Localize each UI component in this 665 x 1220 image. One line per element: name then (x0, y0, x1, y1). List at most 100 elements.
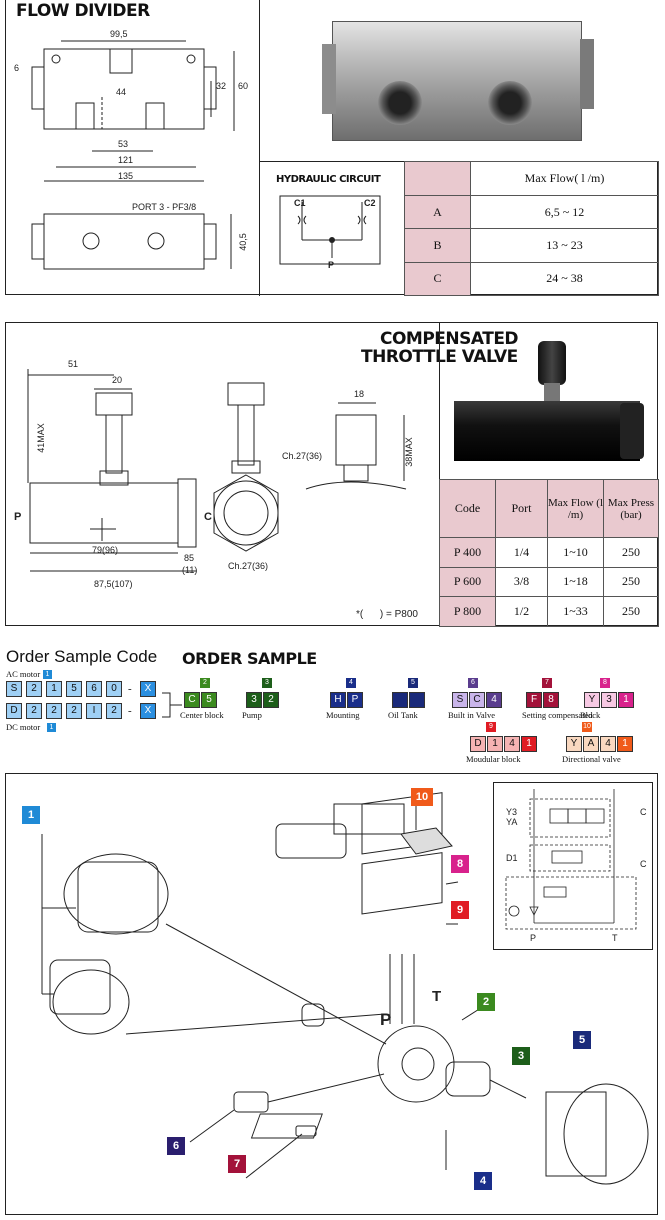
dc-code-cell: 2 (46, 703, 62, 719)
ac-code-cell: 6 (86, 681, 102, 697)
dim-85: 85 (184, 553, 195, 563)
group-code-cell (392, 692, 408, 708)
dim-53: 53 (118, 139, 129, 149)
callout-5: 5 (573, 1031, 591, 1049)
bracket (162, 692, 182, 718)
group-label: Pump (242, 710, 262, 720)
callout-4: 4 (474, 1172, 492, 1190)
schem-y3: Y3 (506, 807, 518, 817)
callout-3: 3 (512, 1047, 530, 1065)
assembly-drawing (41, 792, 649, 1185)
flow-value-b: 13 ~ 23 (470, 228, 659, 263)
flow-divider-drawing (31, 40, 235, 270)
hydraulic-circuit-box: HYDRAULIC CIRCUIT C1 C2 P (259, 161, 404, 296)
dc-code-cell: 2 (26, 703, 42, 719)
dim-60: 60 (238, 81, 249, 91)
ac-code-cell: 5 (66, 681, 82, 697)
group-code-cell: P (347, 692, 363, 708)
ac-badge: 1 (43, 670, 52, 679)
group-code-cell: 2 (263, 692, 279, 708)
row3-press: 250 (603, 596, 659, 627)
callout-10: 10 (411, 788, 433, 806)
callout-9: 9 (451, 901, 469, 919)
dim-20: 20 (112, 375, 123, 385)
group-badge: 8 (600, 678, 610, 688)
callout-8: 8 (451, 855, 469, 873)
group-code-cell: H (330, 692, 346, 708)
schem-d1: D1 (506, 853, 518, 863)
group-label: Block (580, 710, 601, 720)
schem-t: T (612, 933, 618, 943)
row3-code: P 800 (439, 596, 496, 627)
group-code-cell: F (526, 692, 542, 708)
dc-motor-label: DC motor (6, 722, 41, 732)
dim-79: 79(96) (92, 545, 119, 555)
order-section: Order Sample Code ORDER SAMPLE AC motor … (0, 645, 665, 775)
dim-32: 32 (216, 81, 227, 91)
row3-port: 1/2 (495, 596, 548, 627)
port-c: C (204, 511, 212, 523)
group-code-cell: A (583, 736, 599, 752)
group-code-cell: 5 (201, 692, 217, 708)
schematic-box: Y3 YA D1 C C P T (493, 782, 653, 950)
port-t-large: T (432, 988, 442, 1005)
dash: - (128, 705, 132, 717)
dim-121: 121 (118, 155, 134, 165)
group-badge: 10 (582, 722, 592, 732)
group-badge: 2 (200, 678, 210, 688)
flow-type-c: C (404, 261, 471, 297)
row1-code: P 400 (439, 537, 496, 568)
group-label: Directional valve (562, 754, 621, 764)
x-cell: X (140, 681, 156, 697)
dim-38max: 38MAX (403, 437, 414, 467)
group-code-cell: S (452, 692, 468, 708)
dim-44: 44 (116, 87, 127, 97)
dim-ch27-b: Ch.27(36) (228, 561, 269, 571)
group-label: Center block (180, 710, 224, 720)
flow-type-b: B (404, 228, 471, 263)
circuit-c1: C1 (294, 198, 306, 208)
group-badge: 6 (468, 678, 478, 688)
group-code-cell: 1 (618, 692, 634, 708)
throttle-drawing (27, 369, 407, 572)
group-code-cell: 8 (543, 692, 559, 708)
group-code-cell: 3 (246, 692, 262, 708)
th-code: Code (439, 479, 496, 538)
th-port: Port (495, 479, 548, 538)
schem-c1: C (640, 807, 647, 817)
dash: - (128, 683, 132, 695)
hydraulic-circuit-title: HYDRAULIC CIRCUIT (276, 174, 381, 185)
group-code-cell: 1 (617, 736, 633, 752)
group-code-cell: C (184, 692, 200, 708)
flow-type-a: A (404, 194, 471, 230)
row2-code: P 600 (439, 566, 496, 598)
dc-code-cell: 2 (106, 703, 122, 719)
flow-divider-title: FLOW DIVIDER (16, 1, 150, 21)
dc-code-cell: D (6, 703, 22, 719)
dc-code-cell: I (86, 703, 102, 719)
group-code-cell: Y (566, 736, 582, 752)
dim-99-5: 99,5 (110, 29, 128, 39)
flow-value-c: 24 ~ 38 (470, 261, 659, 297)
order-heading-2: ORDER SAMPLE (182, 649, 317, 668)
group-code-cell: Y (584, 692, 600, 708)
ac-code-cell: 2 (26, 681, 42, 697)
callout-1: 1 (22, 806, 40, 824)
row3-flow: 1~33 (547, 596, 604, 627)
dim-11: (11) (182, 565, 198, 575)
group-code-cell: 1 (487, 736, 503, 752)
group-code-cell: 4 (600, 736, 616, 752)
port-label: PORT 3 - PF3/8 (132, 202, 197, 212)
group-label: Oil Tank (388, 710, 418, 720)
hydraulic-circuit-symbol (279, 195, 381, 265)
schem-ya: YA (506, 817, 518, 827)
group-code-cell: 4 (504, 736, 520, 752)
flow-header: Max Flow( l /m) (470, 161, 659, 196)
group-code-cell: D (470, 736, 486, 752)
p800-note: *( ) = P800 (356, 609, 418, 620)
order-heading: Order Sample Code (6, 647, 158, 666)
ac-motor-label: AC motor (6, 669, 41, 679)
assembly-panel: Y3 YA D1 C C P T (5, 773, 658, 1215)
row1-press: 250 (603, 537, 659, 568)
